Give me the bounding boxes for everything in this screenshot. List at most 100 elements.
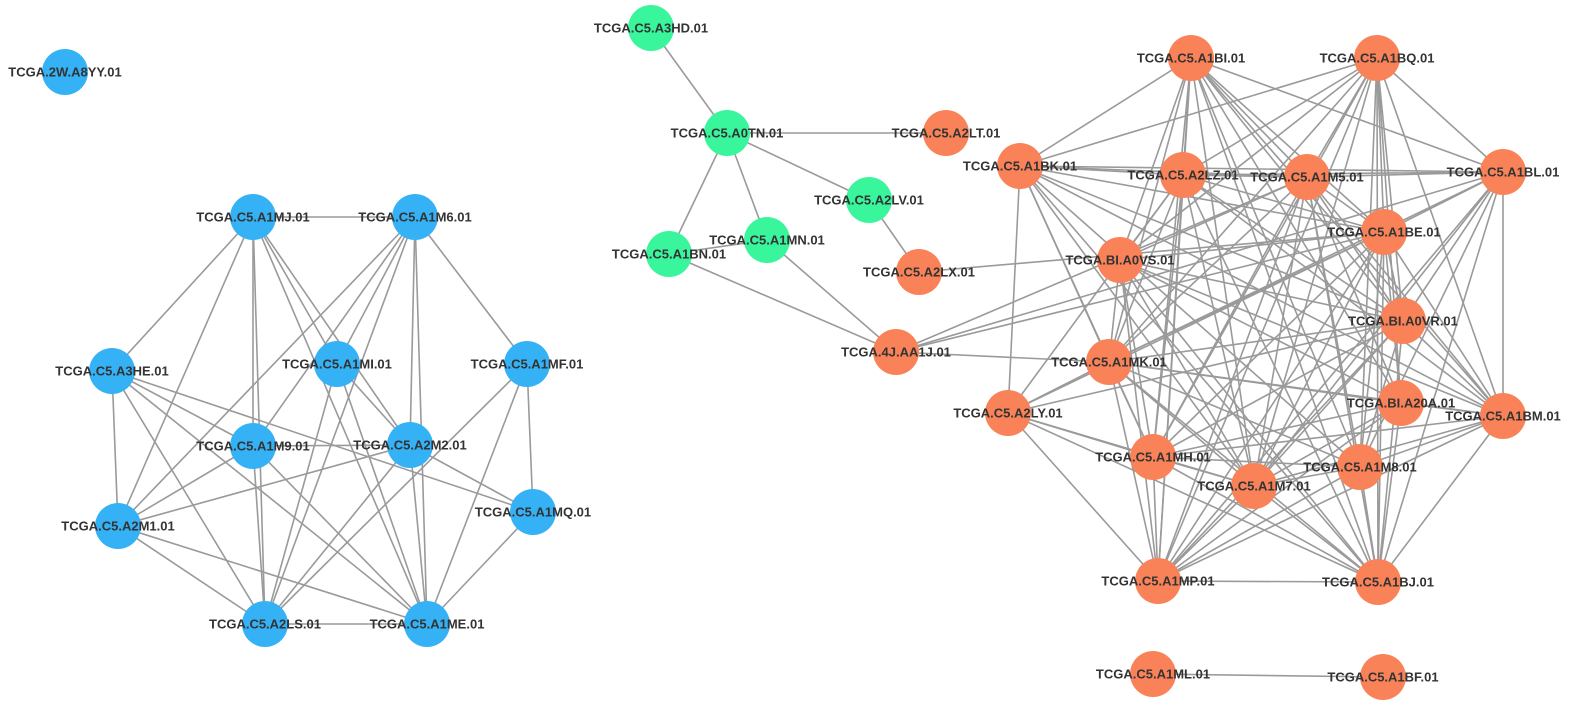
node-tcga-c5-a1mj-01[interactable]: TCGA.C5.A1MJ.01 (196, 194, 310, 240)
node-tcga-c5-a1bq-01[interactable]: TCGA.C5.A1BQ.01 (1320, 35, 1435, 81)
edge-tcga-c5-a2ly-01-to-tcga-c5-a1bj-01 (1007, 412, 1379, 583)
node-tcga-c5-a1mp-01[interactable]: TCGA.C5.A1MP.01 (1101, 558, 1215, 604)
node-circle[interactable] (510, 489, 556, 535)
edge-tcga-c5-a1bq-01-to-tcga-c5-a1bl-01 (1376, 57, 1504, 173)
node-tcga-c5-a3hd-01[interactable]: TCGA.C5.A3HD.01 (594, 5, 708, 51)
node-tcga-c5-a1bk-01[interactable]: TCGA.C5.A1BK.01 (963, 143, 1077, 189)
node-circle[interactable] (89, 348, 135, 394)
edge-tcga-c5-a1bi-01-to-tcga-c5-a1m7-01 (1190, 57, 1255, 487)
edge-tcga-bi-a0vs-01-to-tcga-bi-a0vr-01 (1119, 259, 1404, 322)
node-tcga-c5-a1mq-01[interactable]: TCGA.C5.A1MQ.01 (475, 489, 591, 535)
node-circle[interactable] (230, 194, 276, 240)
node-circle[interactable] (744, 217, 790, 263)
edge-tcga-c5-a1bi-01-to-tcga-c5-a1mk-01 (1108, 57, 1192, 363)
node-circle[interactable] (1378, 380, 1424, 426)
node-tcga-c5-a1mn-01[interactable]: TCGA.C5.A1MN.01 (709, 217, 825, 263)
node-tcga-c5-a1mh-01[interactable]: TCGA.C5.A1MH.01 (1095, 434, 1211, 480)
node-circle[interactable] (504, 341, 550, 387)
node-label: TCGA.C5.A1M5.01 (1250, 170, 1363, 185)
node-tcga-c5-a1bl-01[interactable]: TCGA.C5.A1BL.01 (1447, 149, 1560, 195)
node-circle[interactable] (846, 177, 892, 223)
node-tcga-c5-a1ml-01[interactable]: TCGA.C5.A1ML.01 (1096, 651, 1210, 697)
node-tcga-c5-a2lx-01[interactable]: TCGA.C5.A2LX.01 (863, 249, 975, 295)
node-circle[interactable] (1361, 209, 1407, 255)
node-tcga-c5-a1m8-01[interactable]: TCGA.C5.A1M8.01 (1303, 444, 1417, 490)
node-tcga-2w-a8yy-01[interactable]: TCGA.2W.A8YY.01 (8, 49, 122, 95)
node-tcga-c5-a1mk-01[interactable]: TCGA.C5.A1MK.01 (1051, 339, 1167, 385)
edge-tcga-c5-a2lz-01-to-tcga-c5-a1mp-01 (1157, 174, 1184, 582)
node-circle[interactable] (1130, 651, 1176, 697)
node-circle[interactable] (1480, 149, 1526, 195)
node-tcga-bi-a20a-01[interactable]: TCGA.BI.A20A.01 (1347, 380, 1455, 426)
node-circle[interactable] (628, 5, 674, 51)
node-tcga-c5-a1bf-01[interactable]: TCGA.C5.A1BF.01 (1327, 654, 1439, 700)
node-tcga-c5-a1mf-01[interactable]: TCGA.C5.A1MF.01 (471, 341, 584, 387)
node-tcga-c5-a1m7-01[interactable]: TCGA.C5.A1M7.01 (1197, 463, 1311, 509)
node-circle[interactable] (42, 49, 88, 95)
node-tcga-c5-a2ls-01[interactable]: TCGA.C5.A2LS.01 (209, 601, 321, 647)
node-circle[interactable] (1168, 35, 1214, 81)
node-label: TCGA.BI.A0VS.01 (1065, 253, 1174, 268)
node-tcga-bi-a0vr-01[interactable]: TCGA.BI.A0VR.01 (1348, 298, 1458, 344)
node-circle[interactable] (1284, 154, 1330, 200)
node-circle[interactable] (1337, 444, 1383, 490)
edge-tcga-c5-a3he-01-to-tcga-c5-a1me-01 (111, 370, 428, 625)
node-tcga-c5-a2lt-01[interactable]: TCGA.C5.A2LT.01 (892, 110, 1001, 156)
node-circle[interactable] (1231, 463, 1277, 509)
node-tcga-4j-aa1j-01[interactable]: TCGA.4J.AA1J.01 (841, 329, 951, 375)
node-tcga-c5-a1be-01[interactable]: TCGA.C5.A1BE.01 (1327, 209, 1441, 255)
edge-tcga-c5-a1mk-01-to-tcga-c5-a1mp-01 (1108, 361, 1159, 582)
node-tcga-c5-a1me-01[interactable]: TCGA.C5.A1ME.01 (370, 601, 485, 647)
edge-tcga-c5-a2m2-01-to-tcga-c5-a2m1-01 (117, 444, 411, 527)
node-circle[interactable] (646, 231, 692, 277)
edge-tcga-c5-a1be-01-to-tcga-c5-a1bm-01 (1383, 231, 1504, 417)
node-circle[interactable] (1354, 35, 1400, 81)
node-circle[interactable] (404, 601, 450, 647)
node-circle[interactable] (1360, 654, 1406, 700)
node-label: TCGA.C5.A1BE.01 (1327, 225, 1440, 240)
node-circle[interactable] (704, 110, 750, 156)
node-circle[interactable] (1130, 434, 1176, 480)
node-circle[interactable] (1097, 237, 1143, 283)
node-tcga-c5-a1m6-01[interactable]: TCGA.C5.A1M6.01 (358, 194, 472, 240)
edge-tcga-c5-a1m6-01-to-tcga-c5-a1mi-01 (336, 216, 416, 365)
edge-tcga-bi-a0vr-01-to-tcga-c5-a1bj-01 (1377, 320, 1404, 583)
node-circle[interactable] (873, 329, 919, 375)
edge-tcga-c5-a2lz-01-to-tcga-c5-a1be-01 (1182, 174, 1385, 233)
node-tcga-c5-a1mi-01[interactable]: TCGA.C5.A1MI.01 (282, 341, 392, 387)
node-tcga-c5-a2lz-01[interactable]: TCGA.C5.A2LZ.01 (1127, 152, 1239, 198)
node-tcga-c5-a2ly-01[interactable]: TCGA.C5.A2LY.01 (953, 390, 1063, 436)
node-circle[interactable] (896, 249, 942, 295)
node-tcga-c5-a1m9-01[interactable]: TCGA.C5.A1M9.01 (196, 423, 310, 469)
node-tcga-c5-a1bn-01[interactable]: TCGA.C5.A1BN.01 (612, 231, 726, 277)
node-tcga-c5-a2m2-01[interactable]: TCGA.C5.A2M2.01 (353, 422, 467, 468)
node-tcga-c5-a1bi-01[interactable]: TCGA.C5.A1BI.01 (1137, 35, 1245, 81)
node-tcga-c5-a3he-01[interactable]: TCGA.C5.A3HE.01 (55, 348, 169, 394)
node-circle[interactable] (1086, 339, 1132, 385)
node-tcga-c5-a1bm-01[interactable]: TCGA.C5.A1BM.01 (1445, 393, 1561, 439)
node-tcga-bi-a0vs-01[interactable]: TCGA.BI.A0VS.01 (1065, 237, 1175, 283)
node-circle[interactable] (923, 110, 969, 156)
node-circle[interactable] (985, 390, 1031, 436)
node-circle[interactable] (314, 341, 360, 387)
node-circle[interactable] (392, 194, 438, 240)
node-tcga-c5-a0tn-01[interactable]: TCGA.C5.A0TN.01 (671, 110, 784, 156)
edge-tcga-c5-a1m5-01-to-tcga-bi-a0vr-01 (1306, 176, 1404, 322)
node-tcga-c5-a2lv-01[interactable]: TCGA.C5.A2LV.01 (814, 177, 924, 223)
node-circle[interactable] (1480, 393, 1526, 439)
edge-tcga-c5-a3he-01-to-tcga-c5-a2m1-01 (111, 370, 119, 527)
node-circle[interactable] (1355, 559, 1401, 605)
node-circle[interactable] (1380, 298, 1426, 344)
edge-tcga-c5-a2m1-01-to-tcga-c5-a1me-01 (117, 525, 428, 625)
node-circle[interactable] (1160, 152, 1206, 198)
node-circle[interactable] (1135, 558, 1181, 604)
node-circle[interactable] (95, 503, 141, 549)
node-tcga-c5-a2m1-01[interactable]: TCGA.C5.A2M1.01 (61, 503, 175, 549)
node-tcga-c5-a1bj-01[interactable]: TCGA.C5.A1BJ.01 (1322, 559, 1434, 605)
node-circle[interactable] (230, 423, 276, 469)
edge-tcga-bi-a0vr-01-to-tcga-c5-a1mp-01 (1157, 320, 1404, 582)
node-tcga-c5-a1m5-01[interactable]: TCGA.C5.A1M5.01 (1250, 154, 1364, 200)
node-circle[interactable] (387, 422, 433, 468)
node-circle[interactable] (997, 143, 1043, 189)
node-circle[interactable] (242, 601, 288, 647)
